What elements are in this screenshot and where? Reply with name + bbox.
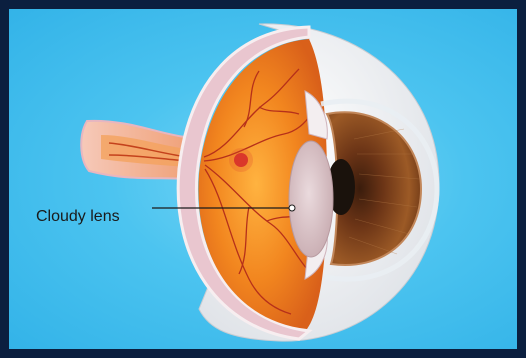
- eye-cross-section-diagram: [9, 9, 517, 349]
- cloudy-lens-label: Cloudy lens: [36, 208, 120, 226]
- optic-nerve: [81, 121, 187, 179]
- cloudy-lens: [289, 141, 333, 257]
- illustration-panel: Cloudy lens: [9, 9, 517, 349]
